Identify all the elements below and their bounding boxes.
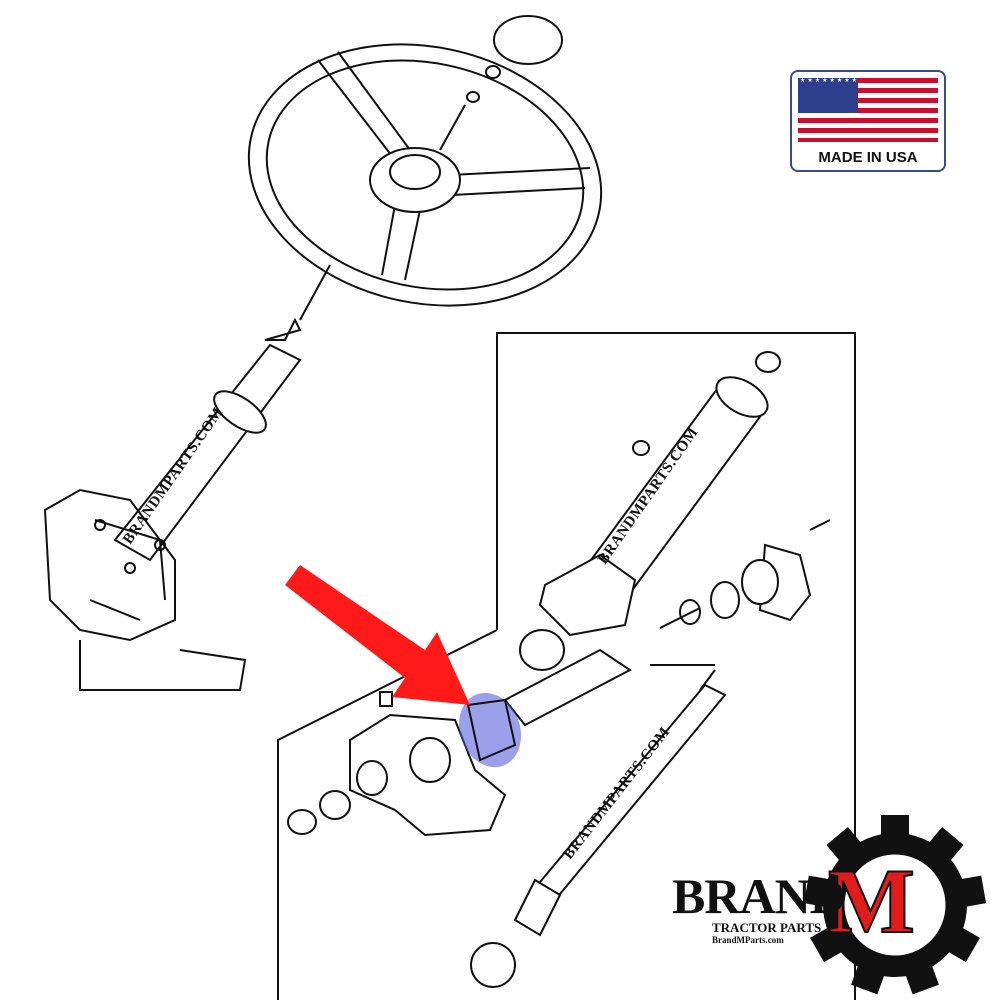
bearing-housing [519, 519, 831, 671]
logo-website: BrandMParts.com [712, 935, 784, 945]
horn-cap [466, 15, 563, 103]
badge-text: MADE IN USA [818, 149, 918, 166]
logo-m: M [827, 850, 916, 952]
steering-gearbox-left [43, 488, 247, 691]
logo-brand: BRAND [672, 868, 846, 924]
logo-tagline: TRACTOR PARTS [712, 920, 822, 935]
made-in-usa-badge: ★★★★★★★★★★★★★★★★★★★★★★★★★★★★★★ MADE IN U… [790, 70, 946, 172]
steering-wheel [247, 43, 603, 321]
red-arrow-icon [285, 565, 470, 705]
us-flag-icon: ★★★★★★★★★★★★★★★★★★★★★★★★★★★★★★ [798, 78, 938, 142]
steering-gear-housing [287, 648, 632, 837]
